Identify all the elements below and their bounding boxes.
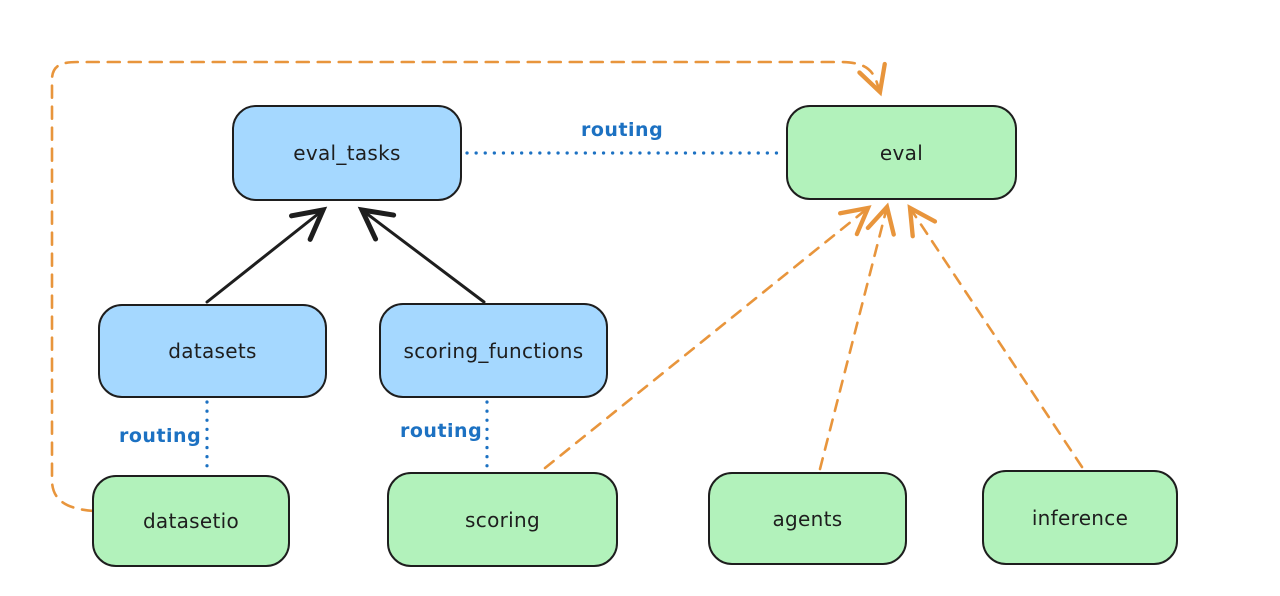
routing-label-top: routing [581, 119, 664, 141]
node-scoring: scoring [387, 472, 618, 567]
node-label: datasetio [142, 509, 240, 533]
node-datasets: datasets [98, 304, 327, 398]
edge-datasets-to-eval_tasks [205, 206, 328, 304]
routing-label-middle: routing [400, 420, 483, 442]
node-datasetio: datasetio [92, 475, 290, 567]
node-eval_tasks: eval_tasks [232, 105, 462, 201]
node-label: inference [1031, 505, 1129, 530]
node-scoring_functions: scoring_functions [379, 303, 608, 398]
node-agents: agents [708, 472, 907, 565]
node-label: eval_tasks [293, 141, 401, 165]
edge-scoring_functions-to-eval_tasks [357, 206, 486, 304]
edge-scoring-to-eval [543, 205, 872, 470]
node-label: eval [879, 140, 924, 165]
node-label: datasets [168, 339, 257, 363]
edge-datasetio-to-eval [50, 60, 887, 513]
node-label: scoring_functions [403, 338, 584, 363]
node-inference: inference [982, 470, 1178, 565]
node-label: scoring [465, 507, 540, 532]
edge-inference-to-eval [907, 204, 1084, 469]
routing-label-left: routing [119, 425, 202, 447]
edge-agents-to-eval [818, 202, 896, 471]
node-label: agents [772, 506, 843, 531]
node-eval: eval [786, 105, 1017, 200]
